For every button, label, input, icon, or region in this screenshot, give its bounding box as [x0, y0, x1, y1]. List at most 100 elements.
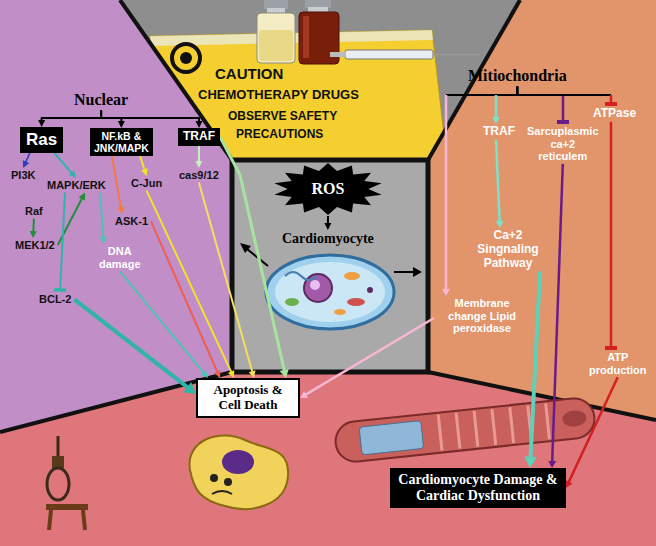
- connector-line: [531, 271, 541, 457]
- node-text: Cardiomyocyte: [282, 231, 374, 247]
- arrow-head: [524, 457, 537, 469]
- pathway-term: Ca+2 Singnaling Pathway: [460, 228, 556, 271]
- connector: [54, 153, 76, 179]
- node-text: BCL-2: [39, 293, 71, 306]
- connector: [492, 86, 517, 124]
- node-text: cas9/12: [179, 169, 219, 182]
- connector: [38, 110, 101, 127]
- arrow-head: [228, 370, 234, 378]
- node-text: TRAF: [483, 125, 515, 139]
- heart-muscle-illustration: [334, 397, 597, 464]
- connector: [101, 110, 125, 128]
- section-heading: Mitiochondria: [466, 66, 569, 86]
- connector-line: [32, 219, 35, 232]
- connector-line: [445, 95, 448, 290]
- arrow-head: [69, 170, 76, 178]
- text-row: NF.kB&: [94, 130, 149, 142]
- nuclear-panel: [0, 0, 232, 432]
- pathway-term: TRAF: [480, 124, 518, 140]
- node-text: Raf: [25, 205, 43, 218]
- connector: [517, 86, 617, 104]
- node-text: &: [134, 130, 142, 142]
- connector-line: [101, 110, 199, 122]
- arrow-head: [442, 289, 450, 296]
- arrow-head: [324, 223, 331, 230]
- connector-line: [569, 377, 618, 482]
- connector-line: [140, 156, 145, 170]
- connector-line: [552, 164, 563, 462]
- connector-line: [74, 299, 188, 387]
- connector: [74, 299, 196, 394]
- connector-line: [147, 191, 232, 373]
- pathway-term: ATPase: [590, 106, 639, 122]
- node-text: MAPK/ERK: [47, 179, 106, 192]
- connector-line: [610, 122, 613, 348]
- node-text: Apoptosis & Cell Death: [202, 383, 294, 413]
- connector-line: [101, 110, 121, 122]
- pathway-term: Raf: [22, 204, 46, 219]
- pathway-term: Membrane change Lipid peroxidase: [434, 296, 530, 336]
- arrow-head: [30, 231, 37, 238]
- arrow-head: [79, 193, 85, 201]
- outcome-box: Apoptosis & Cell Death: [196, 378, 300, 418]
- mitochondria-panel: [428, 0, 656, 420]
- pathway-term: PI3K: [8, 168, 38, 183]
- arrow-head: [100, 237, 107, 244]
- pathway-box: TRAF: [178, 128, 220, 146]
- arrow-head: [118, 121, 125, 128]
- drug-photo: [150, 0, 480, 176]
- connector: [524, 271, 540, 468]
- connector-line: [199, 183, 253, 373]
- bag-label: OBSERVE SAFETY: [228, 110, 337, 123]
- arrow-head: [249, 370, 256, 378]
- arrow-head: [196, 121, 203, 128]
- pathway-term: cas9/12: [176, 168, 222, 183]
- connector-line: [54, 153, 72, 174]
- node-text: JNK/MAPK: [94, 142, 149, 154]
- node-text: DNA damage: [99, 245, 141, 270]
- outcome-panel: [0, 372, 656, 546]
- connector: [300, 318, 434, 398]
- inhibition-bar: [605, 346, 617, 350]
- connector: [565, 377, 617, 488]
- node-text: ROS: [312, 180, 345, 198]
- connector-line: [496, 86, 517, 95]
- node-text: PI3K: [11, 169, 35, 182]
- pathway-term: ATP production: [586, 350, 649, 377]
- arrow-head: [195, 161, 202, 168]
- arrow-head: [492, 117, 500, 124]
- inhibition-bar: [54, 288, 66, 292]
- connector-line: [26, 153, 30, 163]
- pathway-box: Ras: [20, 127, 63, 153]
- connector: [517, 86, 569, 122]
- arrow-head: [548, 461, 556, 468]
- connector-line: [220, 137, 284, 371]
- connector-line: [562, 95, 565, 122]
- connector-line: [305, 318, 434, 395]
- pathway-term: BCL-2: [36, 292, 74, 307]
- pathway-term: DNA damage: [96, 244, 144, 271]
- arrow-head: [117, 207, 124, 215]
- arrow-head: [38, 120, 45, 127]
- arrow-head: [300, 391, 308, 398]
- node-text: ATP production: [589, 351, 646, 376]
- center-arrows: [240, 243, 422, 277]
- connector: [195, 146, 202, 168]
- noose-illustration: [47, 436, 69, 500]
- connector: [220, 137, 289, 378]
- pathway-term: MEK1/2: [12, 238, 58, 253]
- bag-label: PRECAUTIONS: [236, 128, 323, 141]
- connector: [23, 153, 30, 169]
- node-text: ATPase: [593, 107, 636, 121]
- arrow-head: [214, 370, 220, 378]
- stool-illustration: [46, 504, 88, 530]
- connector-line: [495, 95, 498, 118]
- bag-label: CHEMOTHERAPY DRUGS: [198, 88, 359, 102]
- node-text: Ca+2 Singnaling Pathway: [463, 229, 553, 270]
- connector: [147, 191, 235, 378]
- pathway-term: Sarcuplasmic ca+2 reticulem: [524, 124, 602, 164]
- node-text: ASK-1: [115, 215, 148, 228]
- node-text: NF.kB: [102, 130, 131, 142]
